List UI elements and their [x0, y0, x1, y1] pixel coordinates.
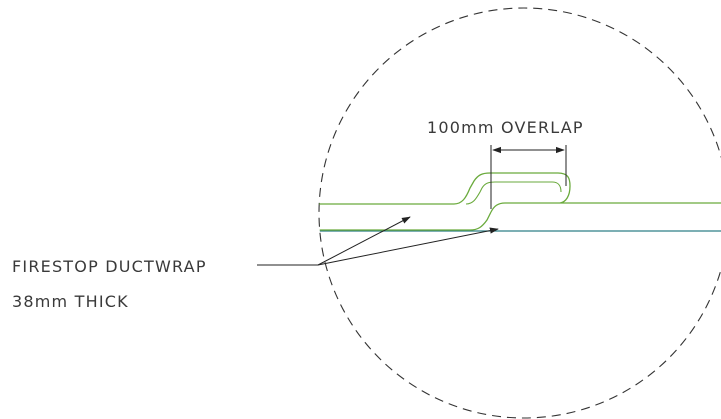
callout-label-product: FIRESTOP DUCTWRAP: [12, 257, 207, 276]
detail-circle: [318, 7, 721, 419]
ductwrap-step-inner: [465, 181, 562, 205]
ductwrap-layer-bottom-edge: [319, 211, 492, 231]
ductwrap-layer-top-edge: [319, 172, 721, 205]
callout-leader-upper: [317, 216, 411, 266]
callout-leader-lower: [317, 227, 499, 266]
overlap-dimension-label: 100mm OVERLAP: [427, 118, 584, 137]
ductwrap-overlap-edge: [490, 202, 560, 213]
callout-label-thickness: 38mm THICK: [12, 292, 129, 311]
